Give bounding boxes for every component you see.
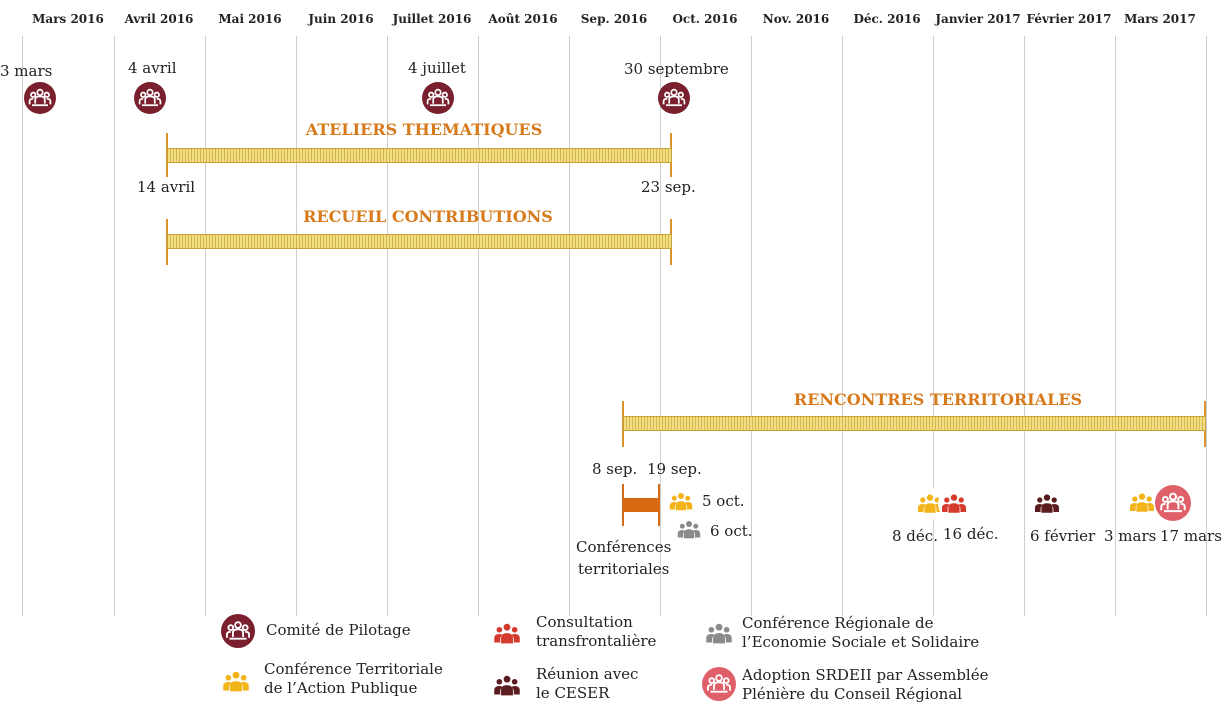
- event-date: 17 mars: [1160, 527, 1222, 545]
- month-label: Juillet 2016: [392, 12, 472, 26]
- legend-adoption-icon: [702, 667, 736, 701]
- milestone-date: 4 avril: [128, 59, 177, 77]
- bar-title-rencontres: RENCONTRES TERRITORIALES: [793, 390, 1083, 409]
- legend-transfrontaliere-icon: [490, 617, 524, 651]
- conference-end-date: 19 sep.: [647, 460, 702, 478]
- legend-ctap-line1: Conférence Territoriale: [264, 660, 443, 678]
- bar-title-ateliers: ATELIERS THEMATIQUES: [305, 120, 543, 139]
- gridline: [478, 36, 479, 616]
- legend-adoption-label: Adoption SRDEII par Assemblée Plénière d…: [742, 666, 988, 704]
- legend-copil-icon: [221, 614, 255, 648]
- gridline: [751, 36, 752, 616]
- gridline: [114, 36, 115, 616]
- event-date: 8 déc.: [892, 527, 938, 545]
- legend-ctap-label: Conférence Territoriale de l’Action Publ…: [264, 660, 443, 698]
- month-label: Mars 2016: [32, 12, 104, 26]
- consultation-transfrontaliere-icon: [938, 488, 970, 520]
- legend-adoption-line1: Adoption SRDEII par Assemblée: [742, 666, 989, 684]
- gridline: [842, 36, 843, 616]
- legend-ctap-line2: de l’Action Publique: [264, 679, 418, 697]
- legend-copil-label: Comité de Pilotage: [266, 621, 411, 639]
- bar-rencontres: [623, 416, 1206, 431]
- ceser-icon: [1031, 488, 1063, 520]
- legend-ceser-icon: [490, 669, 524, 703]
- gridline: [22, 36, 23, 616]
- bar-recueil: [167, 234, 672, 249]
- month-label: Sep. 2016: [580, 12, 648, 26]
- gridline: [205, 36, 206, 616]
- event-date: 6 février: [1030, 527, 1096, 545]
- ctap-icon: [1126, 487, 1158, 519]
- copil-icon: [24, 82, 56, 114]
- gridline: [569, 36, 570, 616]
- milestone-date: 30 septembre: [624, 60, 729, 78]
- ctap-icon: [666, 487, 696, 517]
- month-label: Déc. 2016: [853, 12, 921, 26]
- adoption-icon: [1155, 485, 1191, 521]
- legend-ceser-label: Réunion avec le CESER: [536, 665, 638, 703]
- month-label: Mai 2016: [218, 12, 282, 26]
- legend-transfrontaliere-label: Consultation transfrontalière: [536, 613, 656, 651]
- bar-title-recueil: RECUEIL CONTRIBUTIONS: [303, 207, 553, 226]
- milestone-date: 4 juillet: [408, 59, 466, 77]
- copil-icon: [658, 82, 690, 114]
- copil-icon: [422, 82, 454, 114]
- month-label: Août 2016: [488, 12, 558, 26]
- legend-transfrontaliere-line1: Consultation: [536, 613, 633, 631]
- month-label: Oct. 2016: [672, 12, 738, 26]
- gridline: [296, 36, 297, 616]
- month-label: Nov. 2016: [762, 12, 830, 26]
- gridline: [660, 36, 661, 616]
- gridline: [1206, 36, 1207, 616]
- legend-adoption-line2: Plénière du Conseil Régional: [742, 685, 963, 703]
- month-label: Février 2017: [1026, 12, 1112, 26]
- legend-ceser-line1: Réunion avec: [536, 665, 639, 683]
- month-label: Avril 2016: [124, 12, 194, 26]
- milestone-date: 3 mars: [0, 62, 53, 80]
- conference-label-line1: Conférences: [576, 538, 672, 556]
- conference-label-line2: territoriales: [578, 560, 670, 578]
- event-date: 5 oct.: [702, 492, 745, 510]
- copil-icon: [134, 82, 166, 114]
- conference-regionale-icon: [674, 515, 704, 545]
- month-label: Juin 2016: [308, 12, 374, 26]
- gridline: [387, 36, 388, 616]
- legend-conference-regionale-line1: Conférence Régionale de: [742, 614, 934, 632]
- bar-ateliers: [167, 148, 672, 163]
- conference-bar: [623, 498, 659, 512]
- legend-conference-regionale-icon: [702, 617, 736, 651]
- legend-transfrontaliere-line2: transfrontalière: [536, 632, 657, 650]
- legend-ctap-icon: [219, 665, 253, 699]
- event-date: 16 déc.: [943, 525, 999, 543]
- gridline: [933, 36, 934, 616]
- bar-start-date: 14 avril: [137, 178, 196, 196]
- bar-end-date: 23 sep.: [641, 178, 696, 196]
- gridline: [1024, 36, 1025, 616]
- event-date: 3 mars: [1104, 527, 1157, 545]
- legend-conference-regionale-label: Conférence Régionale de l’Economie Socia…: [742, 614, 979, 652]
- conference-end-tick: [658, 484, 660, 526]
- month-label: Janvier 2017: [935, 12, 1021, 26]
- event-date: 6 oct.: [710, 522, 753, 540]
- legend-conference-regionale-line2: l’Economie Sociale et Solidaire: [742, 633, 980, 651]
- conference-start-date: 8 sep.: [592, 460, 638, 478]
- month-label: Mars 2017: [1124, 12, 1196, 26]
- ctap-icon: [914, 488, 946, 520]
- gridline: [1115, 36, 1116, 616]
- legend-ceser-line2: le CESER: [536, 684, 610, 702]
